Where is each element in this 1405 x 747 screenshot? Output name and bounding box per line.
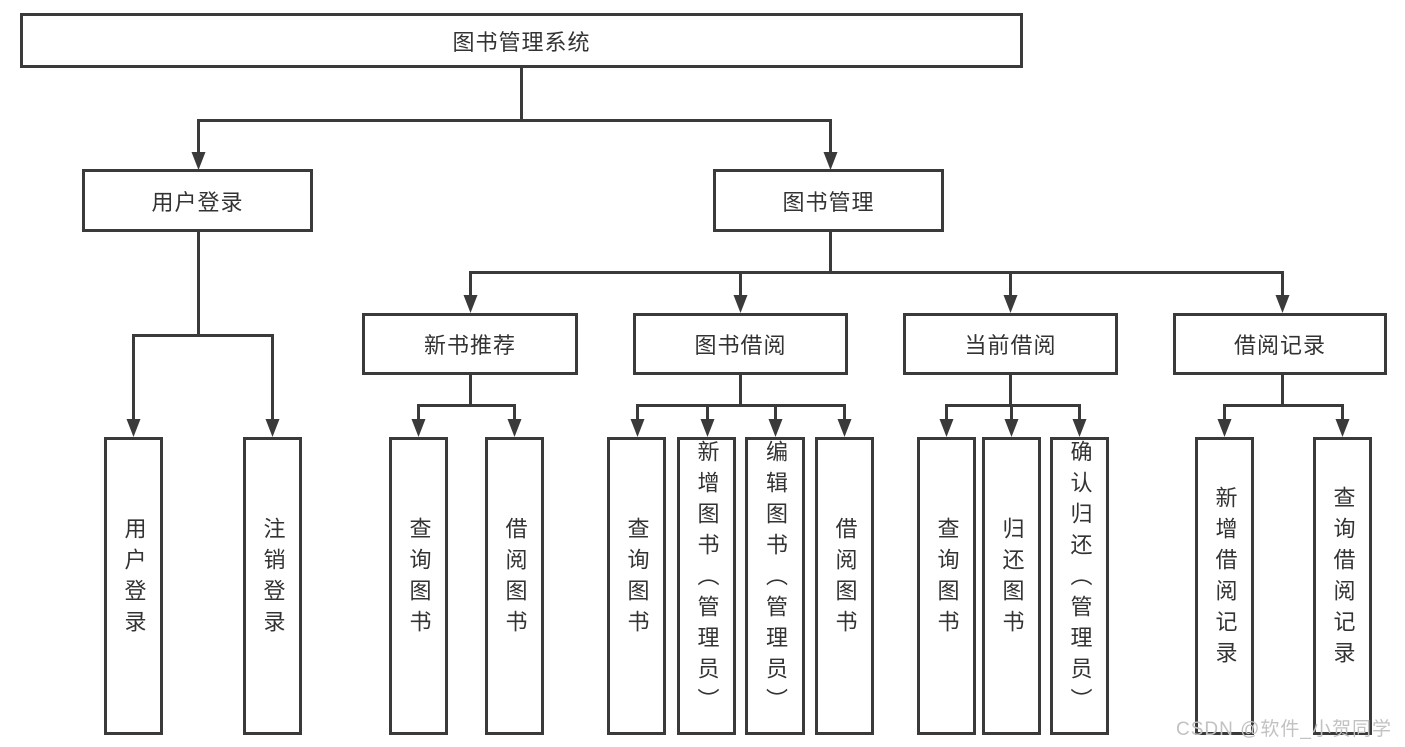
leaf-current-confirm-return-admin-label: 确认归还（管理员） [1067,439,1093,719]
arrowhead [1217,419,1232,437]
leaf-user-login: 用户登录 [104,437,163,735]
arrowhead [463,295,478,313]
node-current-borrowing: 当前借阅 [903,313,1118,375]
connector-current-borrow-to-children [945,375,1081,419]
leaf-borrowing-add-books-admin: 新增图书（管理员） [677,437,736,735]
arrowhead [823,152,838,170]
arrowhead [126,419,141,437]
arrowhead [507,419,522,437]
leaf-recommend-query-books-label: 查询图书 [406,517,432,641]
leaf-user-login-label: 用户登录 [121,517,147,641]
arrowhead [733,295,748,313]
leaf-current-return-books-label: 归还图书 [999,517,1025,641]
node-book-borrowing: 图书借阅 [633,313,848,375]
arrowhead [1335,419,1350,437]
leaf-borrowing-edit-books-admin: 编辑图书（管理员） [745,437,805,735]
connector-new-book-rec-to-children [417,375,516,419]
arrowhead [1003,295,1018,313]
arrowhead [939,419,954,437]
leaf-recommend-borrow-books: 借阅图书 [485,437,544,735]
arrowhead [1275,295,1290,313]
leaf-borrowing-borrow-books-label: 借阅图书 [832,517,858,641]
leaf-logout-label: 注销登录 [260,517,286,641]
arrowhead [191,152,206,170]
node-borrowing-records: 借阅记录 [1173,313,1387,375]
arrowhead [837,419,852,437]
connector-user-login-to-children [132,232,274,419]
arrowhead [411,419,426,437]
arrowhead [700,419,715,437]
leaf-current-confirm-return-admin: 确认归还（管理员） [1050,437,1109,735]
csdn-watermark: CSDN @软件_小贺同学 [1176,719,1392,740]
arrowhead [1072,419,1087,437]
leaf-current-query-books: 查询图书 [917,437,976,735]
connector-root-to-level2 [197,68,832,152]
leaf-recommend-borrow-books-label: 借阅图书 [502,517,528,641]
leaf-current-query-books-label: 查询图书 [934,517,960,641]
leaf-current-return-books: 归还图书 [982,437,1041,735]
arrowhead [265,419,280,437]
node-book-management: 图书管理 [713,169,944,232]
connector-book-borrow-to-children [636,375,846,419]
connector-borrow-records-to-children [1223,375,1344,419]
leaf-records-query-borrow-record-label: 查询借阅记录 [1330,486,1356,672]
node-user-login: 用户登录 [82,169,313,232]
leaf-borrowing-query-books: 查询图书 [607,437,666,735]
leaf-borrowing-borrow-books: 借阅图书 [815,437,874,735]
leaf-records-add-borrow-record: 新增借阅记录 [1195,437,1254,735]
arrowhead [630,419,645,437]
leaf-logout: 注销登录 [243,437,302,735]
node-root-system: 图书管理系统 [20,13,1023,68]
leaf-recommend-query-books: 查询图书 [389,437,448,735]
leaf-borrowing-add-books-admin-label: 新增图书（管理员） [694,439,720,719]
arrowhead [768,419,783,437]
leaf-borrowing-edit-books-admin-label: 编辑图书（管理员） [763,439,788,719]
leaf-borrowing-query-books-label: 查询图书 [624,517,650,641]
node-new-book-recommendation: 新书推荐 [362,313,578,375]
connector-book-mgmt-to-level3 [469,232,1284,295]
arrowhead [1004,419,1019,437]
leaf-records-query-borrow-record: 查询借阅记录 [1313,437,1372,735]
leaf-records-add-borrow-record-label: 新增借阅记录 [1212,486,1238,672]
